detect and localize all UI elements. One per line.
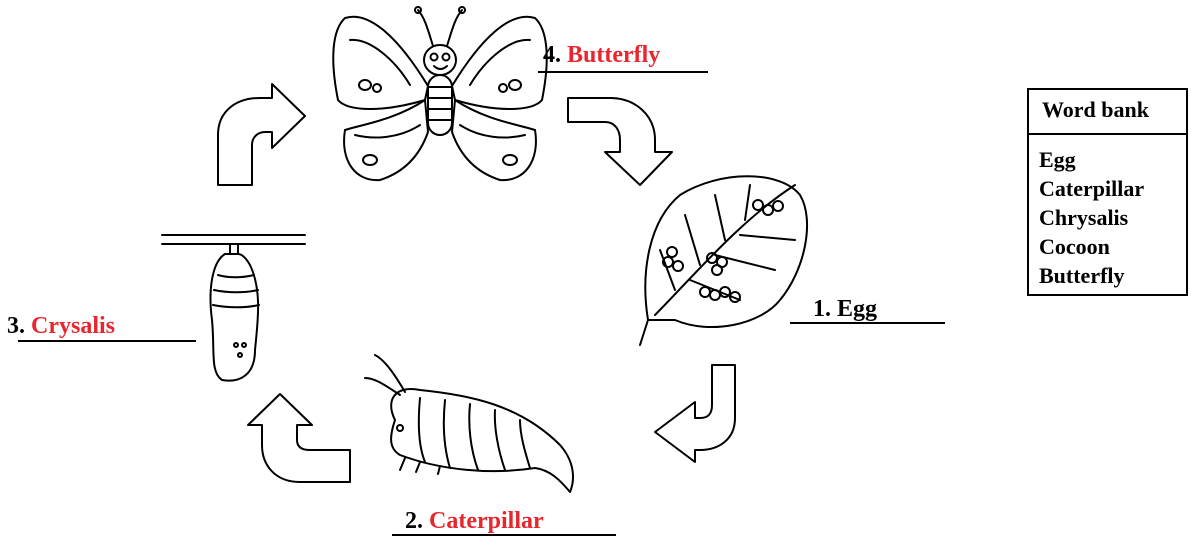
answer-line-butterfly	[538, 71, 708, 73]
word-bank-item: Caterpillar	[1039, 174, 1186, 203]
word-bank-list: Egg Caterpillar Chrysalis Cocoon Butterf…	[1029, 135, 1186, 290]
word-bank: Word bank Egg Caterpillar Chrysalis Coco…	[1027, 88, 1188, 296]
stage-label-caterpillar: 2. Caterpillar	[405, 508, 544, 534]
word-bank-item: Cocoon	[1039, 232, 1186, 261]
answer-line-caterpillar	[392, 534, 616, 536]
caterpillar-illustration	[365, 355, 573, 492]
leaf-with-eggs-illustration	[640, 176, 807, 345]
word-bank-item: Butterfly	[1039, 261, 1186, 290]
stage-number: 1.	[813, 296, 831, 322]
arrow-egg-to-caterpillar	[655, 365, 735, 462]
word-bank-item: Egg	[1039, 145, 1186, 174]
stage-name: Butterfly	[567, 42, 660, 68]
chrysalis-illustration	[162, 235, 305, 381]
stage-label-butterfly: 4. Butterfly	[543, 42, 660, 68]
stage-number: 4.	[543, 42, 561, 68]
stage-label-egg: 1. Egg	[813, 296, 877, 322]
stage-name: Egg	[837, 296, 877, 322]
arrow-caterpillar-to-chrysalis	[248, 394, 350, 482]
stage-number: 3.	[7, 313, 25, 339]
stage-name: Crysalis	[31, 313, 115, 339]
stage-number: 2.	[405, 508, 423, 534]
stage-label-chrysalis: 3. Crysalis	[7, 313, 115, 339]
answer-line-egg	[790, 322, 945, 324]
arrow-chrysalis-to-butterfly	[218, 84, 305, 185]
answer-line-chrysalis	[18, 340, 196, 342]
word-bank-title: Word bank	[1029, 90, 1186, 135]
butterfly-illustration	[333, 7, 546, 180]
stage-name: Caterpillar	[429, 508, 544, 534]
arrow-butterfly-to-egg	[568, 98, 672, 185]
word-bank-item: Chrysalis	[1039, 203, 1186, 232]
